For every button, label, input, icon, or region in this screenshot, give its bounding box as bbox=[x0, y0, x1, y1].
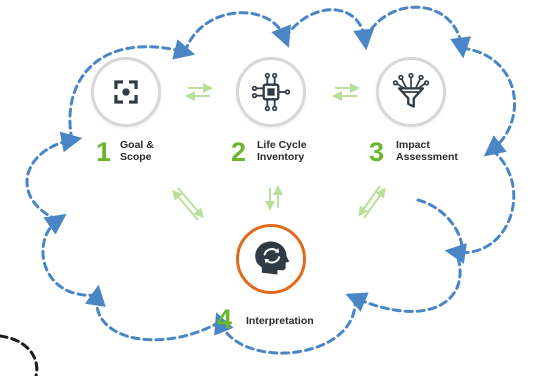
cloud-segment-4 bbox=[363, 5, 472, 59]
cloud-segment-12 bbox=[25, 131, 83, 222]
funnel-network-icon bbox=[392, 72, 430, 108]
cloud-segment-6 bbox=[444, 148, 516, 264]
cloud-segment-3 bbox=[283, 8, 375, 51]
head-refresh-icon bbox=[255, 241, 290, 275]
cloud-segment-1 bbox=[68, 39, 196, 142]
cloud-segment-8 bbox=[345, 256, 462, 313]
step-1-number: 1 bbox=[96, 137, 112, 167]
step-4-label: Interpretation bbox=[246, 315, 314, 327]
step-4-number: 4 bbox=[217, 304, 233, 334]
step-3-number: 3 bbox=[369, 137, 385, 167]
cloud-segment-2 bbox=[183, 11, 291, 54]
cloud-segment-7 bbox=[416, 198, 464, 260]
step-3-node bbox=[376, 57, 446, 127]
step-2-label: Life Cycle Inventory bbox=[257, 139, 307, 163]
viewfinder-focus-icon bbox=[114, 80, 138, 104]
step-1-label: Goal & Scope bbox=[120, 139, 154, 163]
step-3-label: Impact Assessment bbox=[396, 139, 458, 163]
step-1-node bbox=[91, 57, 161, 127]
cloud-segment-5 bbox=[460, 46, 516, 157]
cloud-segment-9 bbox=[214, 296, 357, 355]
cloud-segment-11 bbox=[41, 213, 99, 297]
arrow-4-to-1 bbox=[172, 189, 199, 221]
cloud-segment-13 bbox=[0, 334, 39, 376]
step-2-node bbox=[236, 57, 306, 127]
arrow-4-to-3 bbox=[363, 187, 386, 219]
step-4-node bbox=[236, 224, 306, 294]
circuit-chip-icon bbox=[251, 72, 291, 112]
cloud-segment-10 bbox=[85, 284, 222, 342]
step-2-number: 2 bbox=[231, 137, 247, 167]
